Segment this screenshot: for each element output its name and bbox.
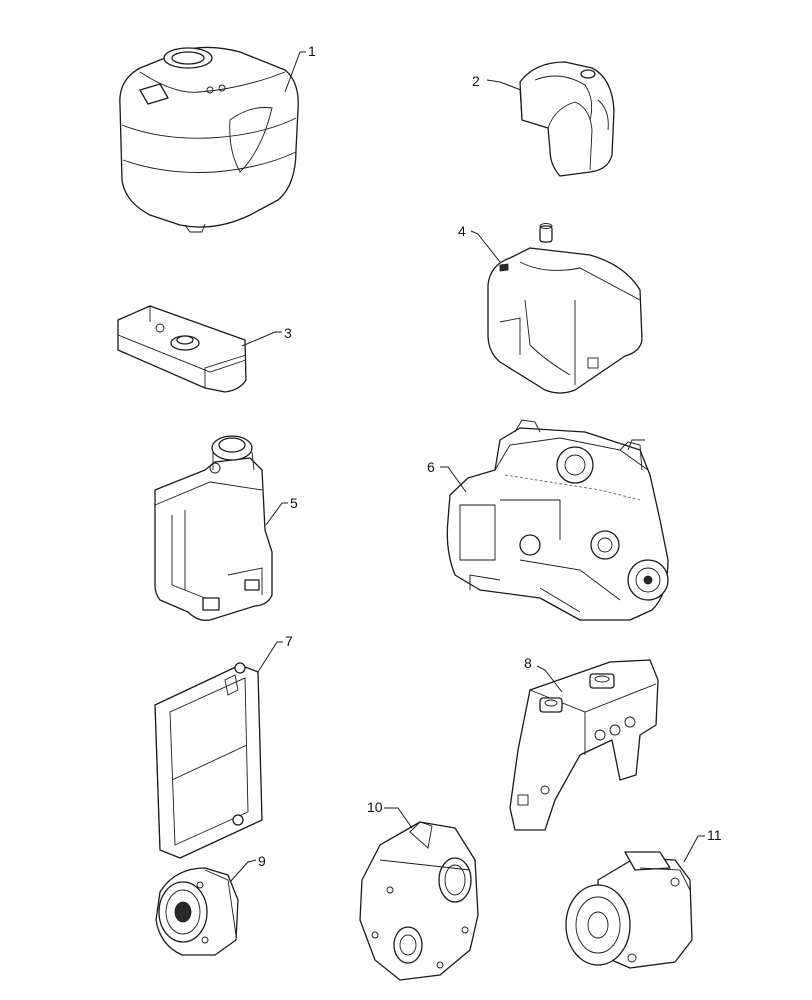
part-8-bracket bbox=[509, 659, 659, 831]
leader-6 bbox=[440, 466, 467, 493]
part-11-compressor bbox=[565, 851, 693, 969]
leader-11 bbox=[683, 835, 705, 863]
leader-7 bbox=[257, 641, 283, 673]
leader-3 bbox=[241, 331, 282, 347]
part-3-tank bbox=[117, 305, 247, 393]
callout-1: 1 bbox=[308, 43, 316, 59]
callout-10: 10 bbox=[367, 799, 383, 815]
callout-8: 8 bbox=[524, 655, 532, 671]
callout-9: 9 bbox=[258, 853, 266, 869]
callout-3: 3 bbox=[284, 325, 292, 341]
part-1-tank bbox=[119, 46, 299, 233]
part-2-cover bbox=[519, 61, 615, 177]
part-5-tank bbox=[154, 435, 273, 621]
leader-5 bbox=[265, 502, 288, 526]
leader-9 bbox=[229, 859, 257, 883]
part-10-housing bbox=[359, 821, 479, 981]
callout-7: 7 bbox=[285, 633, 293, 649]
part-9-drive bbox=[155, 867, 239, 956]
callout-5: 5 bbox=[290, 495, 298, 511]
callout-2: 2 bbox=[472, 73, 480, 89]
leader-1 bbox=[284, 51, 306, 93]
part-4-tank bbox=[487, 223, 643, 394]
leader-8 bbox=[536, 665, 563, 693]
part-6-engine bbox=[446, 419, 669, 621]
callout-4: 4 bbox=[458, 223, 466, 239]
callout-6: 6 bbox=[427, 459, 435, 475]
leader-4 bbox=[470, 230, 501, 263]
leader-2 bbox=[486, 79, 522, 91]
leader-10 bbox=[384, 807, 413, 829]
part-7-radiator bbox=[154, 662, 263, 859]
callout-11: 11 bbox=[707, 827, 722, 843]
